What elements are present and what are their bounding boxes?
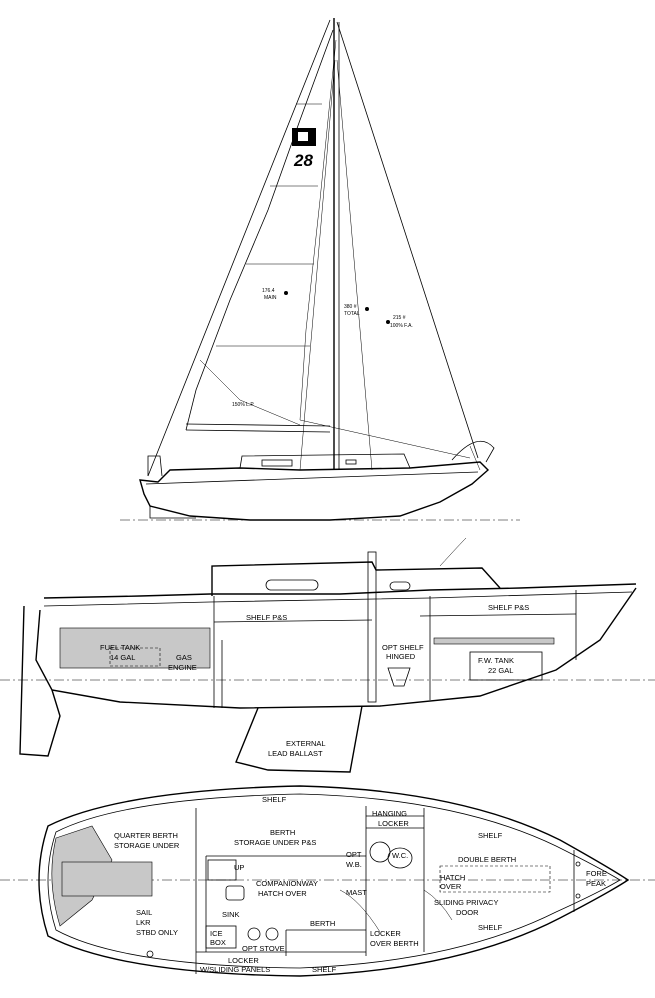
external-label: EXTERNAL — [286, 739, 326, 748]
sliding-privacy-label: SLIDING PRIVACY — [434, 898, 498, 907]
lead-ballast-label: LEAD BALLAST — [268, 749, 323, 758]
shelf-fwd-bot-label: SHELF — [478, 923, 503, 932]
fore-sub-label: 100% F.A. — [390, 323, 413, 329]
portlight-fwd — [389, 581, 411, 591]
over-label: OVER — [440, 882, 462, 891]
hinged-label: HINGED — [386, 652, 416, 661]
fw-cap-label: 22 GAL — [488, 666, 513, 675]
ice-box — [205, 925, 237, 949]
stbd-only-label: STBD ONLY — [136, 928, 178, 937]
hatch-over-label: HATCH OVER — [258, 889, 307, 898]
backstay — [147, 19, 331, 477]
shelf-bot-label: SHELF — [312, 965, 337, 974]
total-area-label: 380 # — [344, 304, 357, 310]
berth-stbd-label: BERTH — [310, 919, 335, 928]
door-label: DOOR — [456, 908, 479, 917]
sink-label: SINK — [222, 910, 240, 919]
shelf-ps-aft-label: SHELF P&S — [246, 613, 287, 622]
up-label: UP — [234, 863, 244, 872]
gas-label: GAS — [176, 653, 192, 662]
fuel-tank-label: FUEL TANK — [100, 643, 140, 652]
locker-over-label: LOCKER — [370, 929, 401, 938]
sail-label: SAIL — [136, 908, 152, 917]
opt-shelf-label: OPT SHELF — [382, 643, 424, 652]
fw-tank-label: F.W. TANK — [478, 656, 514, 665]
lkr-label: LKR — [136, 918, 151, 927]
toilet-bowl-icon — [387, 847, 413, 869]
opt-label: OPT — [346, 850, 362, 859]
over-berth-label: OVER BERTH — [370, 939, 419, 948]
accommodation-plan: SHELF HANGING LOCKER SHELF QUARTER BERTH… — [0, 785, 655, 977]
main-area-label: 176.4 — [262, 288, 275, 294]
sheer-line — [43, 583, 637, 599]
locker-label: LOCKER — [378, 819, 409, 828]
wb-label: W.B. — [346, 860, 362, 869]
storage-under-label: STORAGE UNDER — [114, 841, 180, 850]
rudder — [19, 605, 61, 757]
ice-label: ICE — [210, 929, 223, 938]
sink-icon — [225, 885, 245, 901]
hanging-label: HANGING — [372, 809, 407, 818]
companionway-label: COMPANIONWAY — [256, 879, 318, 888]
hatch-label: HATCH — [440, 873, 465, 882]
settee-cushion — [433, 637, 555, 645]
total-sub-label: TOTAL — [344, 311, 360, 317]
box-label: BOX — [210, 938, 226, 947]
inboard-profile: SHELF P&S SHELF P&S FUEL TANK 14 GAL GAS… — [0, 537, 655, 773]
peak-label: PEAK — [586, 879, 606, 888]
profile-hull — [35, 587, 637, 709]
sail-plan-hull — [139, 461, 490, 521]
genoa-label: 150% L.P. — [232, 402, 254, 408]
locker-sliding-label: LOCKER — [228, 956, 259, 965]
stove-burner-icon — [247, 927, 261, 941]
stove-burner-icon — [265, 927, 279, 941]
plan-hull-outline — [38, 785, 630, 977]
mast-label: MAST — [346, 888, 367, 897]
w-sliding-label: W/SLIDING PANELS — [200, 965, 270, 974]
engine-label: ENGINE — [168, 663, 197, 672]
double-berth-label: DOUBLE BERTH — [458, 855, 516, 864]
opt-stove-label: OPT STOVE — [242, 944, 285, 953]
forestay — [336, 21, 479, 459]
v-berth-insert — [439, 865, 551, 893]
shelf-top-label: SHELF — [262, 795, 287, 804]
sail-number: 28 — [293, 151, 313, 170]
fore-label: FORE — [586, 869, 607, 878]
wash-basin-icon — [369, 841, 391, 863]
main-sub-label: MAIN — [264, 295, 277, 301]
keel — [235, 705, 363, 773]
shelf-fwd-top-label: SHELF — [478, 831, 503, 840]
fuel-tank-cap-label: 14 GAL — [110, 653, 135, 662]
berth-label: BERTH — [270, 828, 295, 837]
quarter-berth-label: QUARTER BERTH — [114, 831, 178, 840]
boom — [185, 429, 331, 433]
genoa — [299, 39, 471, 459]
companionway-steps — [207, 859, 237, 881]
wc-label: W.C. — [392, 851, 408, 860]
portlight-aft — [265, 579, 319, 591]
fore-area-label: 215 # — [393, 315, 406, 321]
cabin-trunk — [211, 561, 501, 596]
sail-plan: 28 176.4 MAIN 380 # TOTAL 215 # 100% F.A… — [120, 18, 520, 521]
mainsail — [185, 29, 334, 431]
mast-step — [367, 551, 377, 703]
storage-under-ps-label: STORAGE UNDER P&S — [234, 838, 316, 847]
toilet-icon — [387, 667, 411, 687]
shelf-ps-fwd-label: SHELF P&S — [488, 603, 529, 612]
